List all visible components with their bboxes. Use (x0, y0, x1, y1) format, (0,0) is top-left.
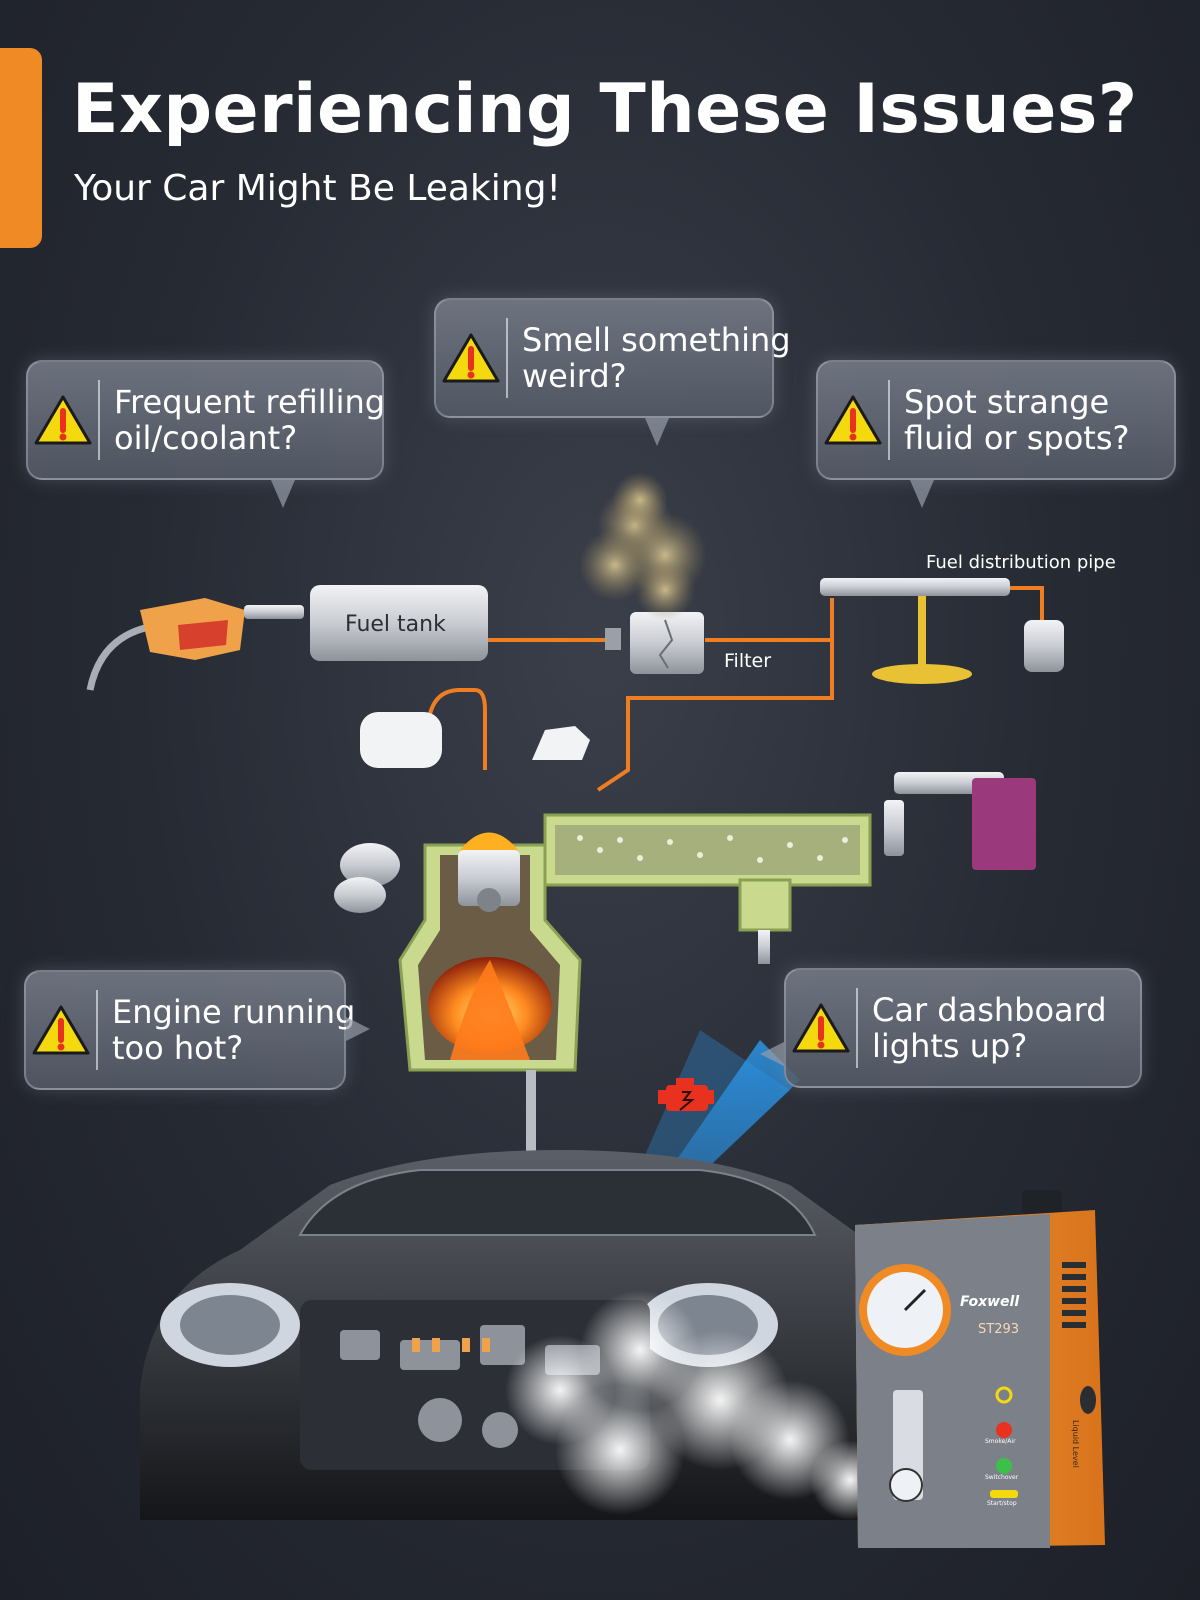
warning-icon (28, 394, 98, 446)
issue-text-line1: Car dashboard (872, 991, 1107, 1029)
diagnostic-smoke (505, 1290, 890, 1520)
issue-text-line2: oil/coolant? (114, 419, 298, 457)
switchover-label: Switchover (985, 1474, 1019, 1481)
bubble-tail (910, 480, 934, 508)
issue-text-line2: weird? (522, 357, 627, 395)
smoke-machine (855, 1190, 1105, 1548)
device-model: ST293 (978, 1322, 1020, 1337)
fuel-nozzle-icon (86, 598, 304, 691)
start-stop-label: Start/stop (987, 1500, 1017, 1507)
intake-tube-icon (334, 843, 400, 913)
bubble-tail (760, 1042, 784, 1066)
issue-text-line1: Spot strange (904, 383, 1110, 421)
connector-rod (526, 1070, 536, 1160)
smoke-air-label: Smoke/Air (985, 1438, 1016, 1445)
warning-icon (818, 394, 888, 446)
fuel-pipe-label: Fuel distribution pipe (926, 552, 1116, 573)
filter-label: Filter (724, 650, 772, 672)
issue-text-line1: Engine running (112, 993, 356, 1031)
issue-text-line1: Frequent refilling (114, 383, 386, 421)
warning-icon (26, 1004, 96, 1056)
bubble-tail (271, 480, 295, 508)
page-title: Experiencing These Issues? (72, 70, 1138, 149)
warning-icon (436, 332, 506, 384)
fuel-tank-label: Fuel tank (345, 612, 446, 637)
engine-cutaway-icon (334, 712, 1036, 1072)
issue-text-line2: fluid or spots? (904, 419, 1130, 457)
check-engine-icon (658, 1078, 714, 1111)
issue-text-line1: Smell something (522, 321, 791, 359)
warning-icon (786, 1002, 856, 1054)
liquid-level-label: Liquid Level (1071, 1420, 1080, 1468)
issue-text-line2: lights up? (872, 1027, 1028, 1065)
fuel-tank-icon (310, 585, 488, 661)
odor-smoke (579, 472, 707, 620)
device-brand: Foxwell (960, 1294, 1020, 1310)
header-accent-bar (0, 48, 42, 248)
issue-text-line2: too hot? (112, 1029, 244, 1067)
fuel-lines (426, 586, 1044, 792)
fuel-filter-icon (605, 612, 704, 674)
bubble-tail (645, 418, 669, 446)
page-subtitle: Your Car Might Be Leaking! (74, 168, 561, 209)
fuel-distribution-pipe-icon (820, 578, 1064, 684)
bubble-tail (346, 1017, 370, 1041)
